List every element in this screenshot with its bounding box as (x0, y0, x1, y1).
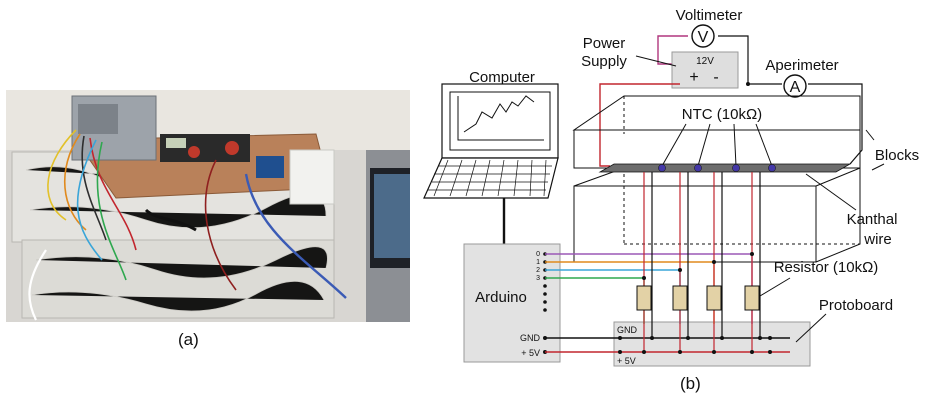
photo-multimeter-2-dial (225, 141, 239, 155)
arduino-5v-label: + 5V (521, 348, 540, 358)
blocks-label: Blocks (875, 147, 919, 164)
arduino-gnd-label: GND (520, 333, 541, 343)
resistor-4 (744, 285, 760, 311)
kanthal-label-1: Kanthal (847, 211, 898, 228)
supply-red-lead (599, 83, 680, 167)
computer-label: Computer (469, 69, 535, 86)
protoboard-body (613, 321, 811, 367)
ntc-sensor-2 (694, 164, 702, 172)
ntc-sensor-1 (658, 164, 666, 172)
power-supply-box (671, 51, 739, 89)
protoboard-pointer (795, 313, 827, 343)
screen-plot-line (463, 95, 535, 133)
blocks-pointer-2 (871, 163, 885, 171)
ammeter-right-wire (808, 83, 863, 165)
kanthal-pointer (805, 173, 857, 211)
ntc-sensors (658, 164, 776, 172)
pin-label-3: 3 (536, 275, 540, 282)
voltimeter-left-wire (657, 35, 688, 65)
photo-supply-fan (78, 104, 118, 134)
arduino: Arduino 0 1 2 3 GND + 5V (463, 243, 561, 363)
voltimeter-symbol (691, 24, 715, 48)
voltimeter-right-wire (718, 35, 749, 84)
sensor-leads (643, 172, 761, 352)
power-circuit: V Voltimeter 12V + - Power Supply A Aper… (581, 7, 863, 167)
resistor-pointer (759, 277, 791, 297)
resistor-label: Resistor (10kΩ) (774, 259, 879, 276)
computer-keyboard (423, 157, 559, 199)
upper-block-front (573, 129, 861, 169)
pin-label-1: 1 (536, 259, 540, 266)
kanthal-label-2: wire (863, 231, 892, 248)
lower-block-side (815, 167, 861, 263)
supply-voltage: 12V (696, 56, 714, 67)
pin-label-2: 2 (536, 267, 540, 274)
power-supply-label-1: Power (583, 35, 626, 52)
photo-multimeter-1-dial (188, 146, 200, 158)
supply-minus: - (713, 69, 718, 86)
power-supply-pointer (635, 55, 677, 67)
kanthal-wire (598, 163, 852, 173)
resistors (636, 285, 760, 311)
voltimeter-label: Voltimeter (676, 7, 743, 24)
blocks (572, 95, 861, 263)
lower-block-front (573, 185, 817, 263)
computer-screen (449, 91, 551, 151)
resistor-1 (636, 285, 652, 311)
protoboard-5v-label: + 5V (617, 356, 636, 366)
voltimeter-symbol-letter: V (698, 29, 709, 46)
power-supply-label-2: Supply (581, 53, 627, 70)
ntc-sensor-4 (768, 164, 776, 172)
ntc-sensor-3 (732, 164, 740, 172)
protoboard-label: Protoboard (819, 297, 893, 314)
protoboard-gnd-label: GND (617, 325, 638, 335)
wire-pin1 (545, 261, 715, 324)
computer: Computer (423, 69, 559, 244)
photo-multimeter-1-display (166, 138, 186, 148)
supply-plus: + (689, 69, 698, 86)
resistor-3 (706, 285, 722, 311)
arduino-label: Arduino (475, 289, 527, 306)
pin-label-0: 0 (536, 251, 540, 258)
ntc-pointers (661, 123, 773, 167)
aperimeter-symbol (783, 74, 807, 98)
arduino-pins (543, 252, 547, 354)
photo-breadboard (289, 149, 335, 205)
photo-arduino-board (256, 156, 284, 178)
protoboard: GND + 5V Protoboard (613, 297, 893, 367)
resistor-2 (672, 285, 688, 311)
caption-b: (b) (680, 374, 701, 393)
aperimeter-symbol-letter: A (790, 79, 801, 96)
junction-dot (746, 82, 750, 86)
photo-wires (28, 129, 347, 321)
keyboard-grid (428, 159, 552, 197)
photo-laptop-screen (374, 174, 410, 258)
blocks-pointer-1 (865, 129, 875, 141)
caption-a: (a) (178, 330, 199, 349)
screen-axes (457, 96, 544, 141)
junction-dots (618, 252, 772, 354)
aperimeter-label: Aperimeter (765, 57, 838, 74)
ntc-label: NTC (10kΩ) (682, 106, 762, 123)
setup-photo (6, 90, 410, 322)
